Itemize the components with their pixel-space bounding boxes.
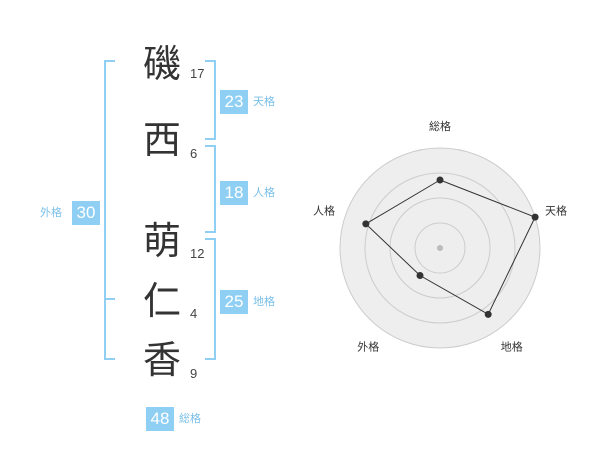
tenkaku-bracket bbox=[205, 60, 216, 140]
radar-ring-1 bbox=[414, 222, 466, 274]
name-char-3: 萌 bbox=[142, 219, 181, 263]
jinkaku-bracket bbox=[205, 145, 216, 233]
chikaku-value: 25 bbox=[220, 290, 248, 314]
radar-axis-label-4: 外格 bbox=[357, 340, 379, 354]
radar-ring-3 bbox=[364, 172, 516, 324]
chikaku-bracket bbox=[205, 238, 216, 360]
stroke-count-5: 9 bbox=[190, 366, 198, 381]
radar-point-4 bbox=[416, 272, 424, 280]
radar-series-line bbox=[364, 179, 536, 316]
chikaku-label: 地格 bbox=[253, 295, 275, 308]
gaikaku-value: 30 bbox=[72, 201, 100, 225]
name-char-5: 香 bbox=[142, 338, 181, 382]
radar-point-2 bbox=[531, 213, 539, 221]
stroke-count-3: 12 bbox=[190, 246, 205, 261]
radar-axis-label-1: 総格 bbox=[429, 119, 451, 133]
name-char-1: 磯 bbox=[142, 42, 181, 86]
jinkaku-label: 人格 bbox=[253, 186, 275, 199]
gaikaku-bracket bbox=[104, 60, 115, 360]
stroke-count-4: 4 bbox=[190, 306, 198, 321]
tenkaku-label: 天格 bbox=[253, 95, 275, 108]
radar-point-5 bbox=[362, 220, 370, 228]
gaikaku-bracket-tick bbox=[104, 298, 115, 300]
soukaku-label: 総格 bbox=[179, 412, 201, 425]
tenkaku-value: 23 bbox=[220, 90, 248, 114]
radar-axis-label-5: 人格 bbox=[313, 203, 335, 217]
radar-center-dot bbox=[437, 245, 443, 251]
soukaku-value: 48 bbox=[146, 407, 174, 431]
radar-point-1 bbox=[436, 176, 444, 184]
jinkaku-value: 18 bbox=[220, 181, 248, 205]
name-char-4: 仁 bbox=[142, 279, 181, 323]
radar-ring-2 bbox=[389, 197, 491, 299]
radar-point-3 bbox=[484, 310, 492, 318]
radar-axis-label-2: 天格 bbox=[545, 203, 567, 217]
stroke-count-1: 17 bbox=[190, 66, 205, 81]
radar-axis-label-3: 地格 bbox=[501, 340, 523, 354]
stroke-count-2: 6 bbox=[190, 146, 198, 161]
name-char-2: 西 bbox=[142, 118, 181, 162]
gaikaku-label: 外格 bbox=[40, 206, 62, 219]
